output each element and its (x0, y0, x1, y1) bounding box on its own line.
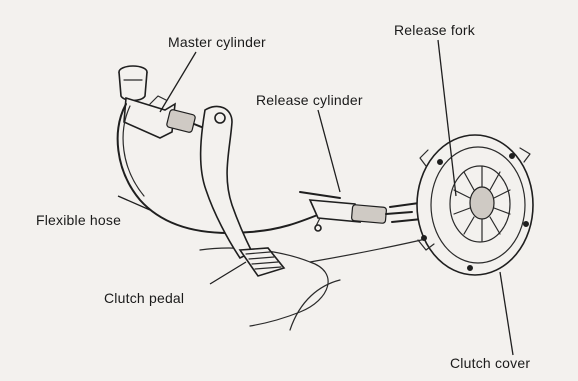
label-master-cylinder: Master cylinder (168, 34, 266, 50)
label-flexible-hose: Flexible hose (36, 212, 121, 228)
label-clutch-pedal: Clutch pedal (104, 290, 184, 306)
label-release-fork: Release fork (394, 22, 475, 38)
clutch-cover (417, 135, 533, 275)
label-clutch-cover: Clutch cover (450, 355, 530, 371)
floor-panel (200, 238, 430, 330)
clutch-pedal (201, 106, 284, 276)
release-cylinder (300, 192, 412, 231)
label-release-cylinder: Release cylinder (256, 92, 363, 108)
